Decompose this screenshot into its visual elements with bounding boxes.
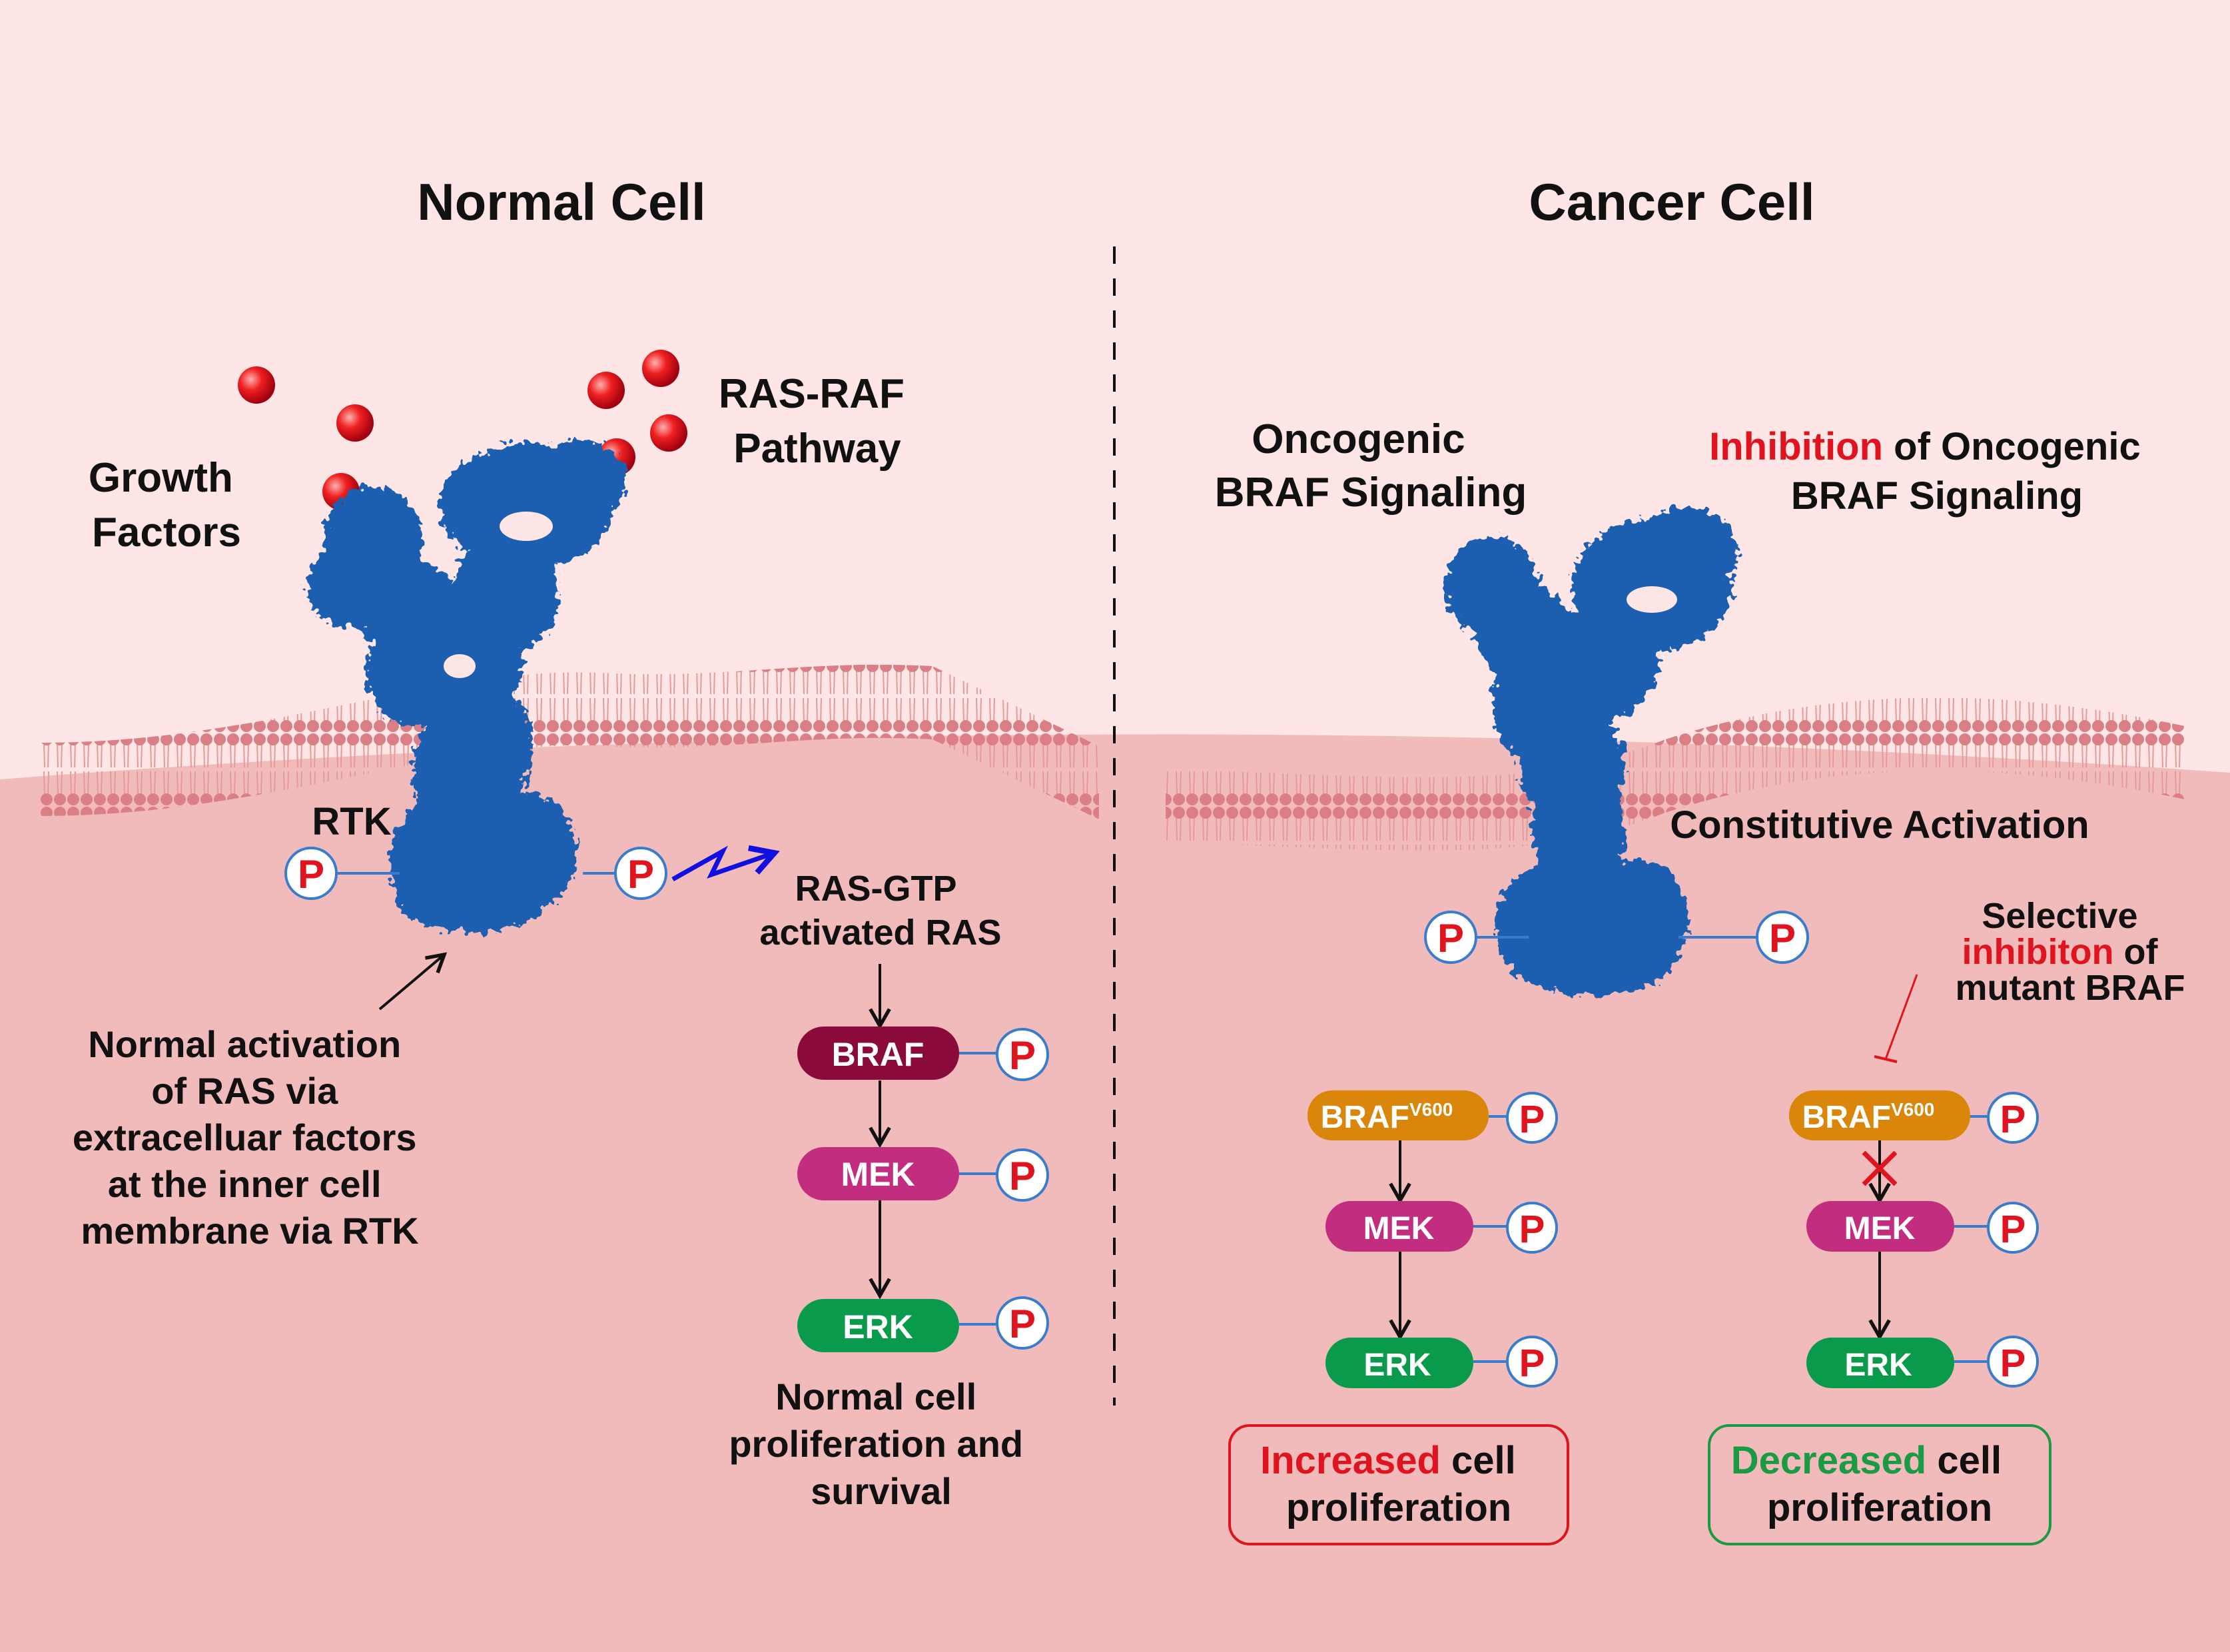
- increased-proliferation-box: Increased cell proliferation: [1228, 1424, 1569, 1545]
- svg-text:MEK: MEK: [841, 1156, 915, 1193]
- rtk-label: RTK: [312, 800, 391, 843]
- erk-node: ERK: [1325, 1338, 1473, 1388]
- svg-text:P: P: [1437, 916, 1464, 961]
- increased-word: Increased: [1260, 1439, 1441, 1482]
- phospho-badge: P: [1506, 1336, 1558, 1388]
- growth-factor-ball: [642, 350, 679, 387]
- inhibitor-bar: [1874, 1055, 1898, 1063]
- svg-text:BRAFV600: BRAFV600: [1321, 1099, 1453, 1135]
- svg-text:P: P: [1009, 1302, 1036, 1346]
- svg-text:P: P: [1519, 1342, 1545, 1385]
- normal-outcome-label: Normal cell proliferation and survival: [729, 1376, 1033, 1512]
- inhibition-word: Inhibition: [1709, 425, 1883, 468]
- svg-text:MEK: MEK: [1844, 1211, 1916, 1246]
- braf-v600-inhibited-node: BRAFV600: [1789, 1090, 1970, 1140]
- activation-signal-arrow: [671, 845, 780, 882]
- rtk-receptor-mutant: [1445, 506, 1738, 996]
- svg-text:P: P: [2000, 1098, 2026, 1141]
- svg-text:Decreased cell prolifera: Decreased cell proliferation: [1731, 1439, 2012, 1529]
- rtk-receptor: [306, 440, 626, 933]
- normal-cell-title: Normal Cell: [417, 173, 705, 231]
- mek-node: MEK: [1806, 1201, 1954, 1252]
- phospho-badge: P: [1987, 1336, 2039, 1388]
- phospho-badge: P: [1506, 1092, 1558, 1144]
- svg-text:BRAFV600: BRAFV600: [1802, 1099, 1935, 1135]
- ras-gtp-label: RAS-GTP activated RAS: [759, 869, 1001, 953]
- svg-text:P: P: [1769, 916, 1796, 961]
- right-membrane: [1166, 697, 2185, 851]
- rtk-receptor-mutant-holes: [1627, 586, 1677, 613]
- svg-text:P: P: [1009, 1033, 1036, 1078]
- growth-factor-ball: [650, 414, 687, 452]
- braf-v600-node: BRAFV600: [1307, 1090, 1489, 1140]
- svg-text:P: P: [1519, 1098, 1545, 1141]
- erk-node: ERK: [797, 1299, 959, 1352]
- ras-raf-pathway-label: RAS-RAF Pathway: [719, 371, 916, 472]
- mek-node: MEK: [1325, 1201, 1473, 1252]
- svg-text:P: P: [1009, 1154, 1036, 1198]
- growth-factor-ball: [336, 404, 374, 442]
- note-pointer-arrow: [378, 952, 448, 1011]
- braf-node: BRAF: [797, 1027, 959, 1080]
- inhibitor-line: [1884, 974, 1918, 1060]
- svg-text:P: P: [2000, 1208, 2026, 1251]
- phospho-badge: P: [996, 1148, 1049, 1202]
- mek-node: MEK: [797, 1147, 959, 1200]
- rtk-receptor-holes: [444, 512, 553, 678]
- svg-text:P: P: [298, 852, 324, 897]
- decreased-proliferation-box: Decreased cell proliferation: [1708, 1424, 2051, 1545]
- growth-factor-ball: [238, 366, 275, 404]
- svg-text:ERK: ERK: [1844, 1348, 1912, 1383]
- inhibition-word-red: inhibiton: [1962, 932, 2114, 972]
- phospho-badge: P: [614, 847, 667, 900]
- phospho-badge: P: [284, 847, 338, 900]
- cytoplasm-region: [0, 734, 2230, 1652]
- svg-text:P: P: [2000, 1342, 2026, 1385]
- phospho-badge: P: [1987, 1092, 2039, 1144]
- growth-factors-label: Growth Factors: [89, 455, 244, 556]
- inhibition-heading: Inhibition of Oncogenic BRAF Signaling: [1709, 425, 2151, 518]
- svg-text:P: P: [1519, 1208, 1545, 1251]
- phospho-badge: P: [1987, 1202, 2039, 1254]
- cancer-cell-title: Cancer Cell: [1529, 173, 1814, 231]
- block-x-icon: [1862, 1150, 1898, 1186]
- phospho-badge: P: [996, 1296, 1049, 1350]
- svg-text:P: P: [627, 852, 654, 897]
- erk-node: ERK: [1806, 1338, 1954, 1388]
- left-membrane: [40, 664, 1099, 819]
- constitutive-activation-label: Constitutive Activation: [1670, 803, 2089, 847]
- svg-text:MEK: MEK: [1363, 1211, 1435, 1246]
- normal-activation-note: Normal activation of RAS via extracellua…: [73, 1023, 427, 1252]
- decreased-word: Decreased: [1731, 1439, 1926, 1482]
- phospho-badge: P: [1756, 911, 1809, 964]
- svg-text:BRAF: BRAF: [832, 1036, 925, 1073]
- phospho-badge: P: [1424, 911, 1477, 964]
- svg-text:ERK: ERK: [1363, 1348, 1431, 1383]
- svg-text:ERK: ERK: [843, 1308, 913, 1346]
- growth-factor-ball: [587, 372, 625, 409]
- oncogenic-braf-label: Oncogenic BRAF Signaling: [1215, 416, 1527, 516]
- phospho-badge: P: [1506, 1202, 1558, 1254]
- svg-text:Increased cell prolifera: Increased cell proliferation: [1260, 1439, 1527, 1529]
- phospho-badge: P: [996, 1028, 1049, 1081]
- selective-inhibition-label: Selective inhibiton of mutant BRAF: [1956, 896, 2185, 1008]
